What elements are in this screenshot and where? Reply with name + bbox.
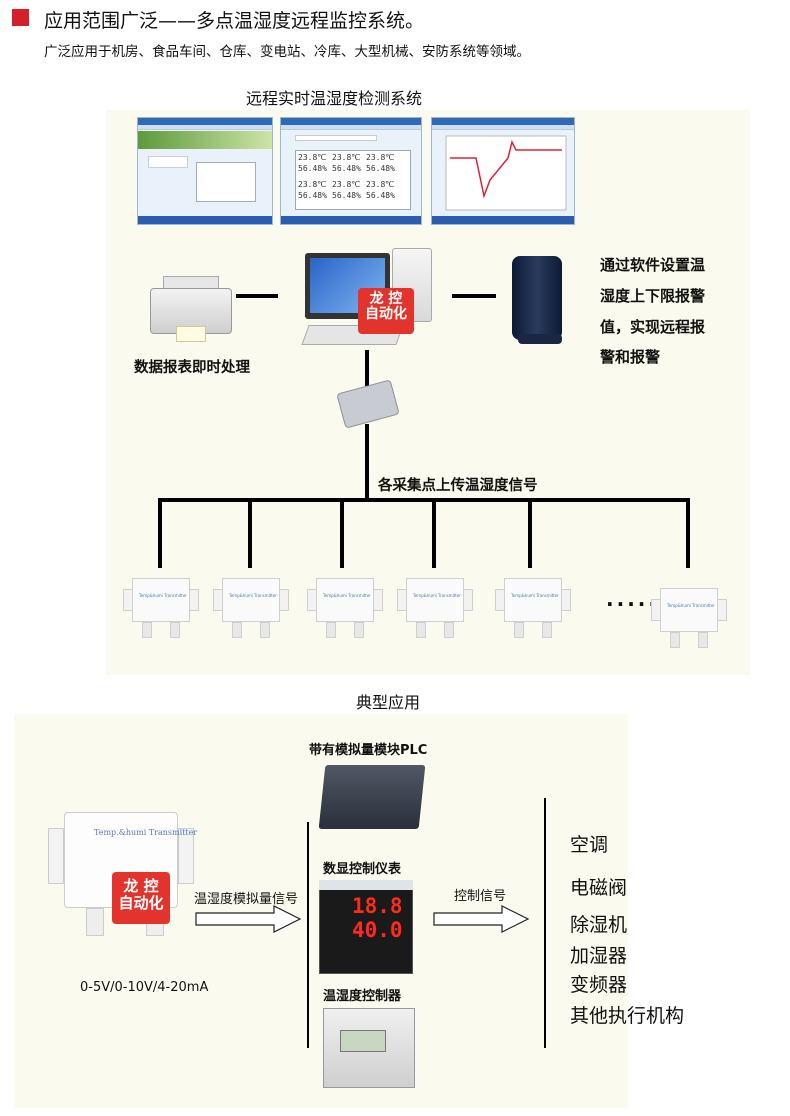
actuator-item: 除湿机 <box>570 914 628 936</box>
sensor-ear-right <box>178 828 194 884</box>
grid-humi-2: 56.48% <box>332 164 361 173</box>
analog-arrow-icon <box>195 905 302 933</box>
sensor-transmitter-5: Temp&humi Transmitter <box>495 578 571 622</box>
actuator-item: 电磁阀 <box>570 877 628 899</box>
actuator-item: 空调 <box>570 834 609 856</box>
sensor-transmitter-2: Temp&humi Transmitter <box>213 578 289 622</box>
drop-line-2 <box>248 498 252 568</box>
alarm-speaker-icon <box>512 256 562 340</box>
sensor-probe <box>232 622 242 638</box>
more-sensors-ellipsis: ····· <box>606 592 659 616</box>
alarm-line-2: 湿度上下限报警 <box>600 287 706 305</box>
grid-humi-5: 56.48% <box>332 191 361 200</box>
grid-temp-5: 23.8℃ <box>332 180 361 189</box>
grid-humi-4: 56.48% <box>298 191 327 200</box>
grid-temp-2: 23.8℃ <box>332 153 361 162</box>
sensor-probe <box>260 622 270 638</box>
sensor-probe <box>514 622 524 638</box>
transmitter-badge-line1: 龙 控 <box>123 877 159 895</box>
grid-humi-1: 56.48% <box>298 164 327 173</box>
page-subtitle: 广泛应用于机房、食品车间、仓库、变电站、冷库、大型机械、安防系统等领域。 <box>44 44 530 60</box>
sensor-transmitter-3: Temp&humi Transmitter <box>307 578 383 622</box>
sensor-label-6: Temp&humi Transmitter <box>667 603 715 608</box>
alarm-line-4: 警和报警 <box>600 348 661 366</box>
trunk-line-top <box>365 350 369 386</box>
transmitter-label: Temp.&humi Transmitter <box>94 828 198 837</box>
analog-signal-label: 温湿度模拟量信号 <box>194 892 299 907</box>
grid-temp-1: 23.8℃ <box>298 153 327 162</box>
printer-paper-icon <box>176 326 206 342</box>
meter-pv: 18.8 <box>352 894 403 918</box>
sensor-label-3: Temp&humi Transmitter <box>323 593 371 598</box>
transmitter-badge-line2: 自动化 <box>118 893 164 912</box>
sensor-transmitter-1: Temp&humi Transmitter <box>123 578 199 622</box>
sensor-probe <box>170 622 180 638</box>
alarm-line-1: 通过软件设置温 <box>600 256 706 274</box>
sensor-label-1: Temp&humi Transmitter <box>139 593 187 598</box>
printer-caption: 数据报表即时处理 <box>134 360 250 376</box>
sensor-probe <box>542 622 552 638</box>
application-title: 典型应用 <box>356 693 421 712</box>
speaker-base <box>518 334 562 344</box>
alarm-line-3: 值，实现远程报 <box>600 318 706 336</box>
drop-line-1 <box>158 498 162 568</box>
meter-label: 数显控制仪表 <box>323 862 402 877</box>
control-signal-label: 控制信号 <box>454 889 507 904</box>
data-grid-screenshot <box>280 117 422 225</box>
badge-line2: 自动化 <box>365 306 407 323</box>
sensor-probe <box>698 632 708 648</box>
sensor-ear-left <box>48 828 64 884</box>
transmitter-badge: 龙 控 自动化 <box>112 872 170 924</box>
trunk-line-bottom <box>365 424 369 500</box>
printer-link-line <box>236 294 278 298</box>
sensor-label-4: Temp&humi Transmitter <box>413 593 461 598</box>
meter-header <box>319 880 413 890</box>
sensor-transmitter-6: Temp&humi Transmitter <box>651 588 727 632</box>
grid-temp-6: 23.8℃ <box>366 180 395 189</box>
grid-temp-3: 23.8℃ <box>366 153 395 162</box>
drop-line-4 <box>432 498 436 568</box>
signal-range: 0-5V/0-10V/4-20mA <box>80 980 209 995</box>
sensor-probe <box>326 622 336 638</box>
sensor-probe <box>142 622 152 638</box>
sensor-transmitter-4: Temp&humi Transmitter <box>397 578 473 622</box>
trend-line-icon <box>445 135 567 211</box>
drop-line-6 <box>686 498 690 568</box>
actuator-group-bracket <box>544 798 546 1048</box>
sensor-probe <box>444 622 454 638</box>
sensor-label-2: Temp&humi Transmitter <box>229 593 277 598</box>
sensor-bus-line <box>158 498 690 502</box>
grid-humi-3: 56.48% <box>366 164 395 173</box>
transmitter-probe <box>86 908 104 936</box>
sensor-probe <box>354 622 364 638</box>
sensor-probe <box>416 622 426 638</box>
actuator-item: 加湿器 <box>570 945 628 967</box>
actuator-item: 变频器 <box>570 974 628 996</box>
login-screenshot <box>137 117 273 225</box>
drop-line-3 <box>340 498 344 568</box>
trend-chart-screenshot <box>431 117 575 225</box>
controller-label: 温湿度控制器 <box>323 989 402 1004</box>
alarm-link-line <box>452 294 496 298</box>
page-title: 应用范围广泛——多点温湿度远程监控系统。 <box>44 10 425 32</box>
title-marker <box>12 9 29 26</box>
meter-sv: 40.0 <box>352 918 403 942</box>
plc-label: 带有模拟量模块PLC <box>309 743 428 758</box>
sensor-label-5: Temp&humi Transmitter <box>511 593 559 598</box>
sensor-probe <box>670 632 680 648</box>
controller-lcd <box>340 1030 386 1052</box>
actuator-item: 其他执行机构 <box>570 1005 685 1027</box>
system-title: 远程实时温湿度检测系统 <box>246 89 423 108</box>
brand-badge: 龙 控 自动化 <box>358 288 414 334</box>
bus-caption: 各采集点上传温湿度信号 <box>378 478 538 494</box>
drop-line-5 <box>528 498 532 568</box>
plc-module-icon <box>318 765 426 829</box>
grid-temp-4: 23.8℃ <box>298 180 327 189</box>
digital-meter <box>319 880 413 974</box>
control-arrow-icon <box>433 905 530 933</box>
badge-line1: 龙 控 <box>369 291 403 307</box>
controller-group-bracket <box>307 822 309 1048</box>
grid-humi-6: 56.48% <box>366 191 395 200</box>
